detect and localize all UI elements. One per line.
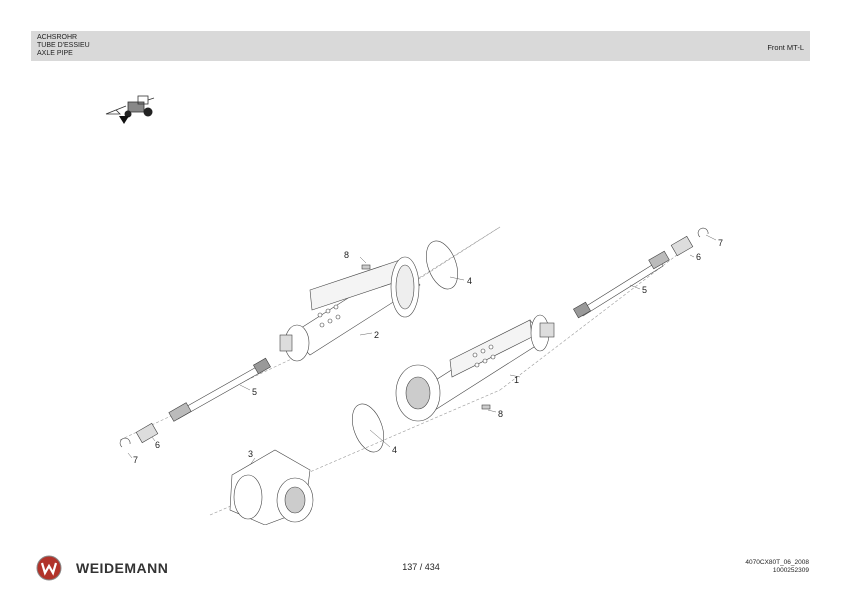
callout-5-left: 5	[252, 387, 257, 397]
page-number: 137 / 434	[402, 562, 440, 572]
bushing-left	[135, 422, 159, 444]
bushing-right	[670, 235, 694, 257]
brand-name: WEIDEMANN	[76, 560, 169, 576]
callout-8-upper: 8	[344, 250, 349, 260]
axle-housing-upper	[279, 256, 421, 362]
o-ring-lower	[352, 403, 384, 453]
callout-8-lower: 8	[498, 409, 503, 419]
circlip-left	[119, 437, 131, 448]
callout-6-left: 6	[155, 440, 160, 450]
callout-3: 3	[248, 449, 253, 459]
pin-upper	[361, 264, 371, 270]
header-titles: ACHSROHR TUBE D'ESSIEU AXLE PIPE	[37, 34, 90, 58]
callout-7-left: 7	[133, 455, 138, 465]
callout-1: 1	[514, 375, 519, 385]
document-code: 4070CX80T_06_2008	[745, 559, 809, 566]
callout-7-right: 7	[718, 238, 723, 248]
title-english: AXLE PIPE	[37, 50, 73, 57]
o-ring-upper	[426, 240, 458, 290]
callout-5-right: 5	[642, 285, 647, 295]
drive-shaft-right	[573, 250, 670, 319]
header-bar: ACHSROHR TUBE D'ESSIEU AXLE PIPE Front M…	[31, 31, 810, 61]
circlip-right	[697, 227, 709, 238]
callout-4-lower: 4	[392, 445, 397, 455]
callout-2: 2	[374, 330, 379, 340]
differential-carrier	[229, 449, 314, 525]
weidemann-logo-icon	[36, 555, 62, 581]
callout-6-right: 6	[696, 252, 701, 262]
exploded-parts-diagram: 1 2 3 4 4 5 5 6 6 7 7 8 8	[119, 226, 723, 525]
document-number: 1000252309	[772, 567, 809, 574]
callout-4-upper: 4	[467, 276, 472, 286]
model-label: Front MT-L	[767, 43, 804, 52]
title-french: TUBE D'ESSIEU	[37, 42, 90, 49]
pin-lower	[481, 404, 491, 410]
machine-location-icon	[105, 95, 155, 124]
drive-shaft-left	[168, 357, 271, 422]
axle-housing-lower	[395, 314, 555, 422]
document-reference: 4070CX80T_06_2008 1000252309	[745, 559, 809, 575]
title-german: ACHSROHR	[37, 34, 78, 41]
